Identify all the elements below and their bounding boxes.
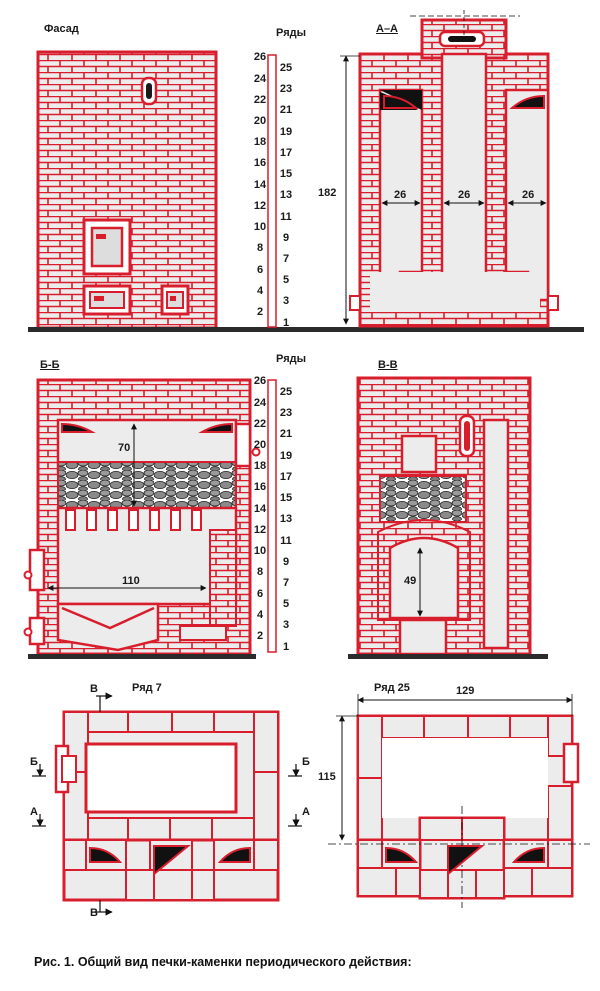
dim-height-total: 182 (318, 187, 337, 199)
plan-row7-view (32, 692, 302, 916)
row-tick-18: 18 (253, 460, 267, 473)
row-tick-16: 16 (253, 481, 267, 494)
row-tick-15: 15 (279, 492, 293, 505)
row-scale-bottom (267, 379, 277, 653)
row-tick-22: 22 (253, 417, 267, 430)
row-tick-8: 8 (256, 242, 264, 255)
row-tick-1: 1 (282, 640, 290, 653)
plan-row25-view (328, 694, 590, 908)
row-tick-19: 19 (279, 449, 293, 462)
mark-b-right: Б (302, 756, 310, 768)
plan25-title: Ряд 25 (374, 682, 410, 694)
row-tick-7: 7 (282, 253, 290, 265)
row-tick-9: 9 (282, 555, 290, 568)
bb-title: Б-Б (40, 359, 60, 371)
row-tick-16: 16 (253, 157, 267, 170)
dim-firebox-width: 110 (122, 575, 140, 587)
row-scale-top (267, 54, 277, 328)
mark-a-left: А (30, 806, 38, 818)
floor-line-top (28, 327, 584, 332)
row-tick-10: 10 (253, 545, 267, 558)
row-tick-6: 6 (256, 263, 264, 276)
row-tick-25: 25 (279, 61, 293, 74)
facade-view (28, 50, 584, 332)
row-tick-24: 24 (253, 72, 267, 85)
row-tick-13: 13 (279, 189, 293, 202)
row-tick-26: 26 (253, 51, 267, 64)
rows-title-bottom: Ряды (276, 353, 306, 365)
row-tick-11: 11 (280, 534, 292, 547)
dim-arch-height: 49 (404, 575, 417, 587)
row-tick-2: 2 (256, 630, 264, 643)
row-tick-21: 21 (279, 104, 293, 117)
row-tick-7: 7 (282, 577, 290, 589)
dim-plan25-depth: 115 (318, 771, 336, 783)
vv-title: В-В (378, 359, 398, 371)
dim-gap-1: 26 (394, 189, 407, 201)
row-tick-11: 11 (280, 210, 292, 223)
figure-caption: Рис. 1. Общий вид печки-каменки периодич… (34, 955, 412, 969)
row-tick-24: 24 (253, 396, 267, 409)
row-tick-3: 3 (282, 295, 290, 308)
row-tick-2: 2 (256, 306, 264, 319)
row-tick-23: 23 (279, 83, 293, 96)
dim-gap-3: 26 (522, 189, 535, 201)
row-tick-12: 12 (253, 523, 267, 536)
row-tick-12: 12 (253, 199, 267, 212)
row-tick-1: 1 (282, 316, 290, 329)
row-tick-8: 8 (256, 566, 264, 579)
row-tick-3: 3 (282, 619, 290, 632)
plan7-title: Ряд 7 (132, 682, 162, 694)
section-bb-view (23, 378, 261, 659)
section-aa-view (340, 10, 559, 328)
mark-v-top: В (90, 683, 98, 695)
rows-title-top: Ряды (276, 27, 306, 39)
row-tick-5: 5 (282, 598, 290, 611)
mark-a-right: А (302, 806, 310, 818)
row-tick-26: 26 (253, 375, 267, 388)
section-vv-view (348, 376, 548, 659)
dim-heater-height: 70 (118, 442, 131, 454)
row-tick-25: 25 (279, 385, 293, 398)
mark-v-bottom: В (90, 907, 98, 919)
aa-title: А–А (376, 23, 399, 35)
row-tick-21: 21 (279, 428, 293, 441)
row-tick-22: 22 (253, 93, 267, 106)
row-tick-20: 20 (253, 115, 267, 127)
row-tick-5: 5 (282, 274, 290, 287)
row-tick-23: 23 (279, 407, 293, 420)
row-tick-10: 10 (253, 221, 267, 234)
dim-plan25-width: 129 (456, 685, 475, 697)
dim-gap-2: 26 (458, 189, 471, 201)
row-tick-20: 20 (253, 439, 267, 451)
row-tick-19: 19 (279, 125, 293, 138)
mark-b-left: Б (30, 756, 38, 768)
row-tick-4: 4 (256, 284, 264, 297)
row-tick-4: 4 (256, 608, 264, 621)
row-tick-18: 18 (253, 136, 267, 149)
facade-title: Фасад (44, 23, 79, 35)
row-tick-17: 17 (279, 470, 293, 483)
row-tick-6: 6 (256, 587, 264, 600)
row-tick-15: 15 (279, 168, 293, 181)
row-tick-14: 14 (253, 502, 267, 515)
row-tick-14: 14 (253, 178, 267, 191)
row-tick-17: 17 (279, 146, 293, 159)
row-tick-13: 13 (279, 513, 293, 526)
row-tick-9: 9 (282, 231, 290, 244)
